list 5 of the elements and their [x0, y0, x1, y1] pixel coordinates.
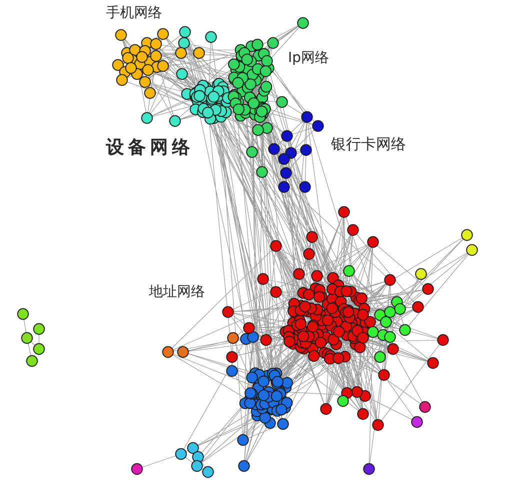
- network-label: 银行卡网络: [331, 137, 406, 152]
- network-label: 地址网络: [149, 285, 205, 299]
- network-label: 设备网络: [106, 139, 194, 157]
- network-label: 手机网络: [106, 6, 162, 20]
- network-label: Ip网络: [288, 51, 330, 65]
